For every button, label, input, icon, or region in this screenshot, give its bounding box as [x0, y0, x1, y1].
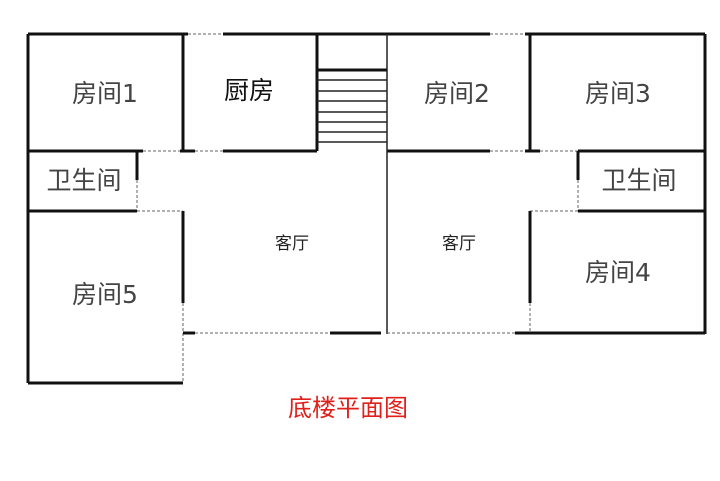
staircase [317, 68, 387, 143]
room1-label: 房间1 [72, 79, 138, 108]
room5-label: 房间5 [72, 280, 138, 309]
living-room-left-label: 客厅 [275, 234, 309, 254]
room2-label: 房间2 [424, 79, 490, 108]
living-room-right-label: 客厅 [442, 234, 476, 254]
room3-label: 房间3 [585, 79, 651, 108]
room4-label: 房间4 [585, 258, 651, 287]
walls [26, 32, 707, 385]
plan-title: 底楼平面图 [288, 394, 408, 422]
bathroom-left-label: 卫生间 [46, 166, 121, 195]
bathroom-right-label: 卫生间 [601, 166, 676, 195]
kitchen-label: 厨房 [224, 76, 274, 105]
